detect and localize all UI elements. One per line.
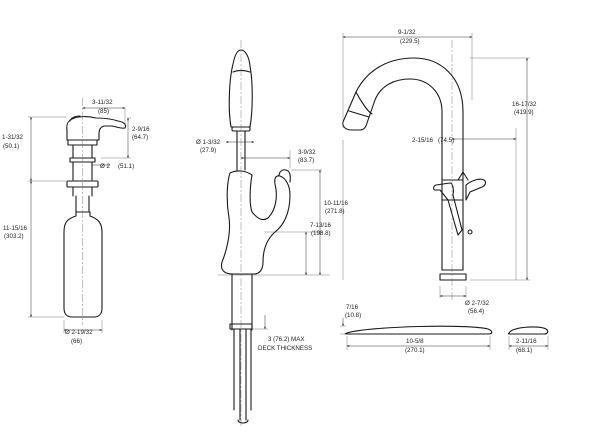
front-handle-span-mm: (74.5) [438,137,454,144]
deck-thickness-line1: 3 (76.2) MAX [268,336,304,343]
soap-top-above-deck-label: 1-31/32 [2,134,24,141]
small-deckplate-length-label: 2-11/16 [516,338,537,345]
soap-head-height-label: 2-9/16 [132,126,150,133]
deckplate-length-mm: (270.1) [405,347,425,354]
side-body-height-mm: (198.8) [311,230,331,237]
front-spout [342,57,464,271]
deckplate [344,325,493,335]
side-handle-reach-label: 3-9/32 [298,149,316,156]
soap-overall-length-label: 11-15/16 [3,225,28,232]
soap-head-height-mm: (64.7) [132,134,148,141]
faucet-front-view: 9-1/32 (229.5) 16-17/32 (419.9) 2-15/16 … [342,29,537,315]
front-handle-left [433,182,463,236]
soap-overall-length-mm: (303.2) [4,233,24,240]
soap-head-reach-mm: (85) [98,108,109,115]
front-overall-height-label: 16-17/32 [512,101,537,108]
side-faucet-body [220,170,291,275]
soap-shank-diameter-mm: (51.1) [118,163,134,170]
deckplate-length-label: 10-5/8 [406,338,424,345]
soap-bottle-diameter-mm: (66) [71,338,82,345]
front-spout-reach-mm: (229.5) [400,38,420,45]
soap-head-reach-label: 3-11/32 [92,99,113,106]
front-spout-reach-label: 9-1/32 [398,29,416,36]
side-handle-reach-mm: (83.7) [298,157,314,164]
deckplate-height-mm: (10.8) [345,312,361,319]
soap-pump-head [66,116,127,141]
side-handle-height-label: 10-11/16 [324,200,349,207]
front-handle-right [465,178,487,201]
side-sprayhead-diameter-mm: (27.9) [200,147,216,154]
front-handle-span-label: 2-15/16 [412,137,434,144]
soap-bottle [63,211,103,318]
small-deckplate [507,326,549,335]
small-deckplate-length-mm: (68.1) [516,347,532,354]
side-body-height-label: 7-13/16 [310,222,332,229]
front-overall-height-mm: (419.9) [514,109,534,116]
front-base-diameter-label: Ø 2-7/32 [465,300,490,307]
side-handle-height-mm: (271.8) [325,208,345,215]
side-sprayhead-diameter-label: Ø 1-3/32 [196,139,221,146]
soap-dispenser-view: 3-11/32 (85) 2-9/16 (64.7) 1-31/32 (50.1… [2,98,150,345]
soap-shank-diameter-label: Ø 2 [100,163,111,170]
deckplate-height-label: 7/16 [346,304,359,311]
faucet-side-view: Ø 1-3/32 (27.9) 3-9/32 (83.7) 10-11/16 (… [196,40,349,426]
deckplate-view: 7/16 (10.8) 10-5/8 (270.1) 2-11/16 (68.1… [340,304,549,354]
front-base-diameter-mm: (56.4) [468,308,484,315]
soap-bottle-diameter-label: Ø 2-19/32 [65,329,93,336]
deck-thickness-line2: DECK THICKNESS [258,345,312,352]
side-sprayhead [228,49,253,128]
side-handle [278,169,291,183]
soap-top-above-deck-mm: (50.1) [3,143,19,150]
